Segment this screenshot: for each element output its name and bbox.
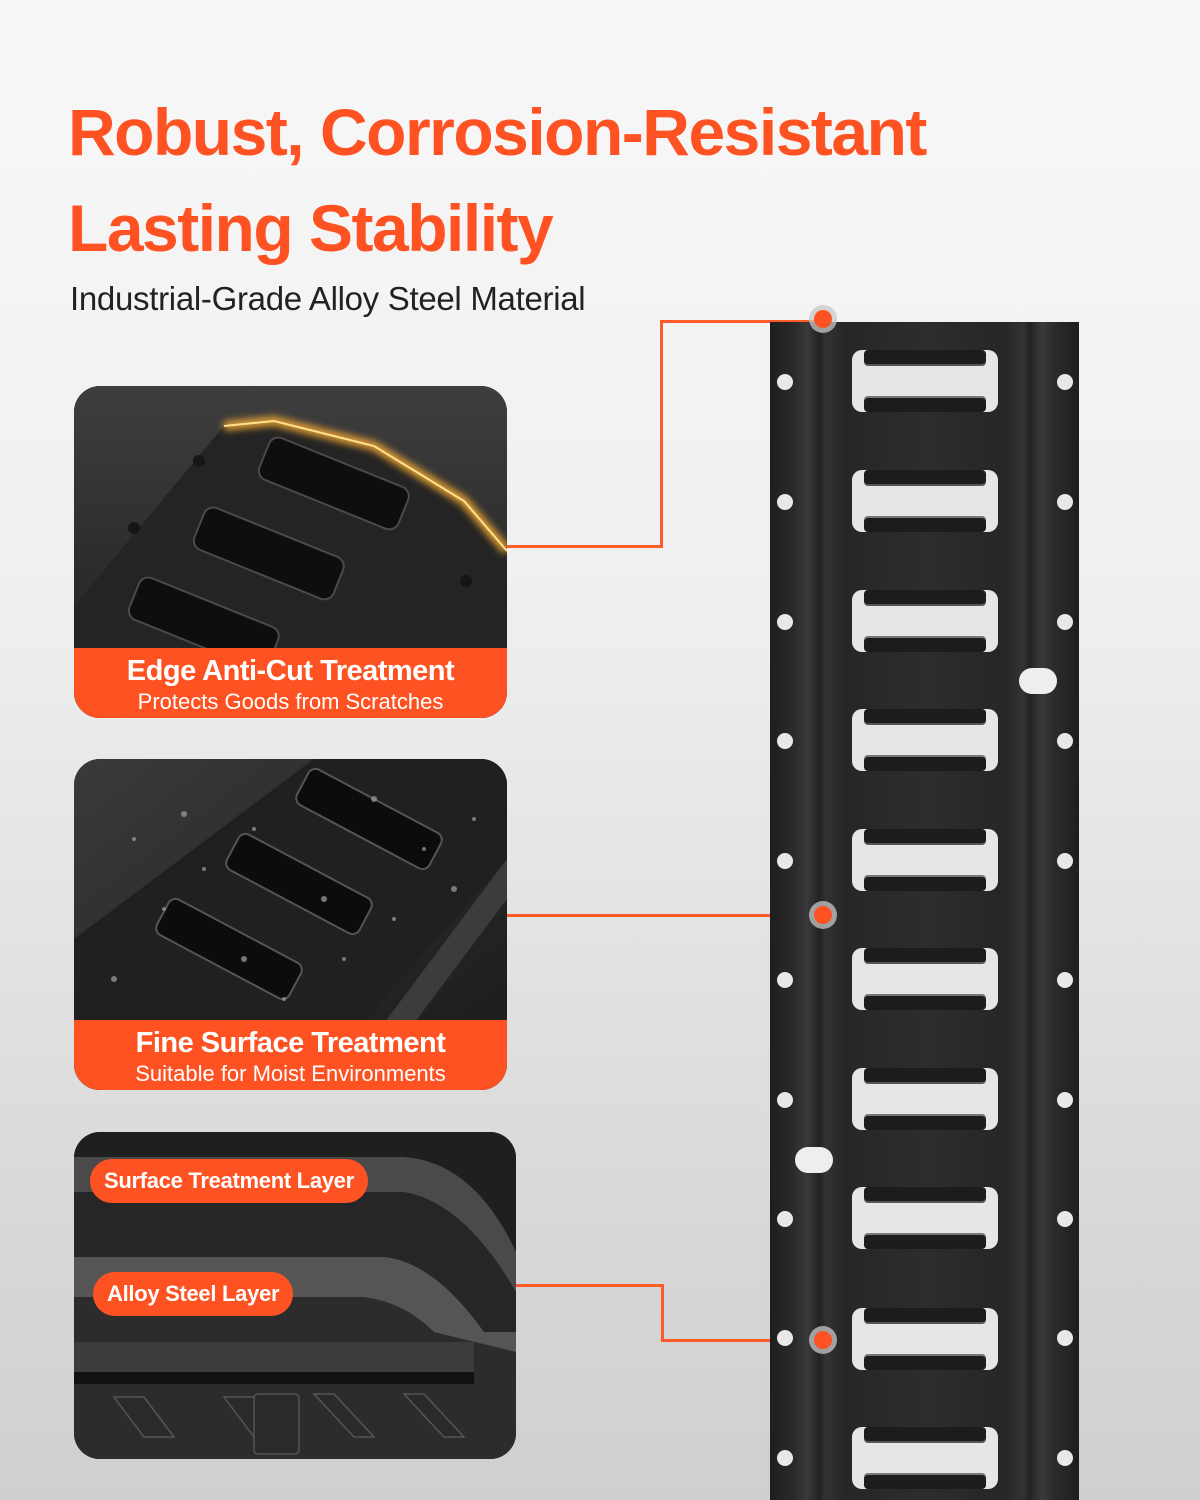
- rail-hole: [777, 494, 793, 510]
- rail-slot: [852, 1308, 998, 1370]
- connector-line: [661, 1339, 823, 1342]
- feature-title: Edge Anti-Cut Treatment: [126, 655, 455, 687]
- connector-line: [507, 914, 823, 917]
- rail-slot: [852, 948, 998, 1010]
- headline: Robust, Corrosion-Resistant Lasting Stab…: [68, 84, 927, 276]
- rail-hole: [777, 614, 793, 630]
- connector-line: [507, 545, 663, 548]
- rail-slot: [852, 350, 998, 412]
- connector-line: [660, 320, 823, 323]
- connector-dot: [809, 305, 837, 333]
- connector-line: [661, 1284, 664, 1342]
- rail-hole: [1057, 614, 1073, 630]
- rail-hole: [777, 1330, 793, 1346]
- connector-line: [660, 320, 663, 548]
- rail-hole: [1057, 1092, 1073, 1108]
- rail-slot: [852, 1068, 998, 1130]
- feature-subtitle: Protects Goods from Scratches: [137, 689, 444, 714]
- layer-label-alloy-steel: Alloy Steel Layer: [93, 1272, 294, 1316]
- feature-subtitle: Suitable for Moist Environments: [135, 1061, 446, 1086]
- feature-caption: Fine Surface Treatment Suitable for Mois…: [74, 1020, 507, 1090]
- rail-hole: [777, 374, 793, 390]
- feature-title: Fine Surface Treatment: [135, 1027, 446, 1059]
- feature-card-edge-anti-cut: Edge Anti-Cut Treatment Protects Goods f…: [74, 386, 507, 718]
- rail-slot: [852, 709, 998, 771]
- rail-hole: [1057, 1450, 1073, 1466]
- connector-line: [516, 1284, 664, 1287]
- rail-hole: [1057, 853, 1073, 869]
- rail-slot: [852, 590, 998, 652]
- rail-slot: [852, 1427, 998, 1489]
- connector-dot: [809, 1326, 837, 1354]
- e-track-rail-image: [770, 322, 1079, 1500]
- rail-oval-hole: [795, 1147, 833, 1173]
- rail-slot: [852, 829, 998, 891]
- headline-line-1: Robust, Corrosion-Resistant: [68, 95, 927, 169]
- rail-hole: [1057, 1211, 1073, 1227]
- rail-oval-hole: [1019, 668, 1057, 694]
- rail-hole: [777, 1211, 793, 1227]
- rail-hole: [1057, 374, 1073, 390]
- layer-label-surface-treatment: Surface Treatment Layer: [90, 1159, 368, 1203]
- feature-card-surface-treatment: Fine Surface Treatment Suitable for Mois…: [74, 759, 507, 1090]
- rail-hole: [777, 1450, 793, 1466]
- feature-card-material-layers: Surface Treatment Layer Alloy Steel Laye…: [74, 1132, 516, 1459]
- rail-hole: [1057, 494, 1073, 510]
- connector-dot: [809, 901, 837, 929]
- rail-hole: [1057, 1330, 1073, 1346]
- rail-hole: [777, 733, 793, 749]
- feature-caption: Edge Anti-Cut Treatment Protects Goods f…: [74, 648, 507, 718]
- rail-slot: [852, 1187, 998, 1249]
- rail-hole: [1057, 733, 1073, 749]
- headline-line-2: Lasting Stability: [68, 191, 554, 265]
- rail-hole: [1057, 972, 1073, 988]
- subheadline: Industrial-Grade Alloy Steel Material: [70, 280, 586, 317]
- rail-hole: [777, 972, 793, 988]
- rail-hole: [777, 853, 793, 869]
- rail-slot: [852, 470, 998, 532]
- rail-hole: [777, 1092, 793, 1108]
